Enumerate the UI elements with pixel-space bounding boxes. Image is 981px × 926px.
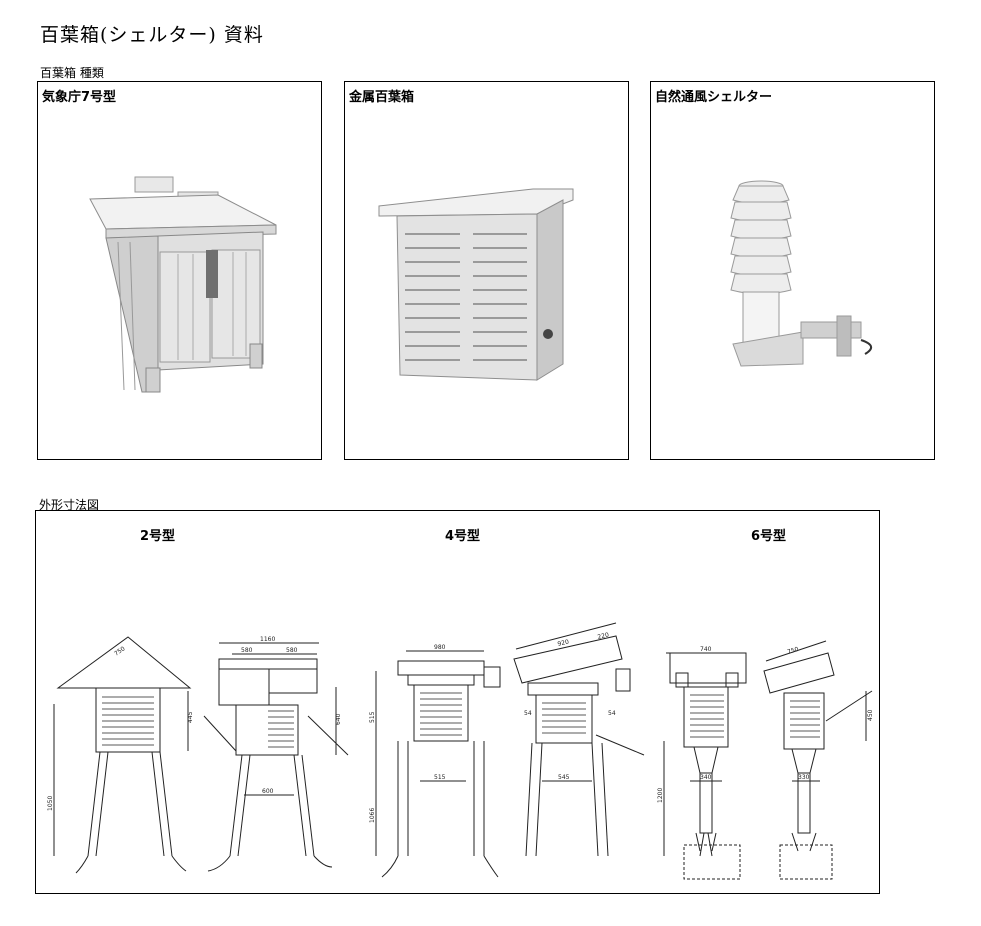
- dim-t4-h: 515: [369, 711, 376, 723]
- dim-t4-a: 220: [597, 632, 610, 641]
- panel-type7: 気象庁7号型: [37, 81, 322, 460]
- dim-t4-roof: 920: [557, 639, 570, 648]
- dim-t6-w1: 740: [700, 646, 712, 653]
- type-4-heading: 4号型: [445, 529, 481, 544]
- dim-t2-h2: 640: [335, 713, 342, 725]
- dim-t4-width: 980: [434, 644, 446, 651]
- wooden-stevenson-screen-image: [89, 176, 277, 393]
- panel-metal: 金属百葉箱: [344, 81, 629, 460]
- types-section-label: 百葉箱 種類: [40, 66, 104, 80]
- dim-t4-base1: 515: [434, 774, 446, 781]
- panel-title: 気象庁7号型: [42, 90, 117, 105]
- dimension-drawings: 750 1160 580 580 600 445 640 1050 980 92…: [47, 622, 874, 880]
- dim-t2-h1: 445: [187, 711, 194, 723]
- dim-t4-base2: 545: [558, 774, 570, 781]
- dim-t2-leg: 1050: [47, 796, 54, 811]
- dim-t2-base: 600: [262, 788, 274, 795]
- dim-t2-width: 1160: [260, 636, 275, 643]
- dim-t4-s2: 54: [608, 710, 616, 717]
- dims-section-label: 外形寸法図: [39, 498, 100, 512]
- dim-t2-roof: 750: [113, 645, 127, 657]
- panel-title: 自然通風シェルター: [655, 90, 773, 105]
- type-2-heading: 2号型: [140, 529, 176, 544]
- dim-t2-a: 580: [241, 647, 253, 654]
- dim-t4-leg: 1066: [369, 808, 376, 823]
- radiation-shield-stack-image: [730, 180, 872, 367]
- dim-t6-b1: 340: [700, 774, 712, 781]
- dim-t6-w2: 750: [787, 646, 800, 656]
- dim-t2-b: 580: [286, 647, 298, 654]
- type-6-heading: 6号型: [751, 529, 787, 544]
- panel-natural: 自然通風シェルター: [650, 81, 935, 460]
- panel-title: 金属百葉箱: [349, 90, 415, 105]
- dim-t6-b2: 330: [798, 774, 810, 781]
- page-title: 百葉箱(シェルター) 資料: [40, 24, 264, 46]
- dim-t6-h: 450: [867, 709, 874, 721]
- dimension-drawings-panel: 2号型 4号型 6号型: [35, 510, 880, 894]
- metal-louvered-box-image: [378, 188, 574, 381]
- dim-t6-leg: 1200: [657, 788, 664, 803]
- dim-t4-s1: 54: [524, 710, 532, 717]
